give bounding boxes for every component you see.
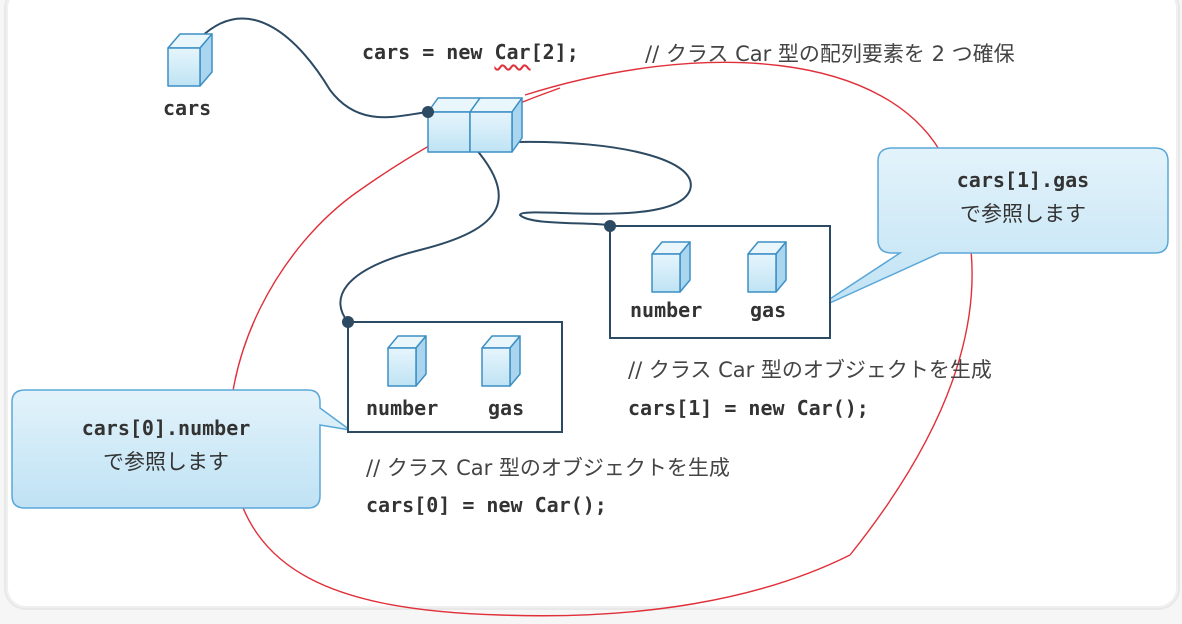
callout-right-text: cars[1].gas で参照します [878, 168, 1168, 228]
cars-variable-cube [167, 33, 213, 87]
callout-right-code: cars[1].gas [956, 168, 1090, 192]
object1-number-cube [651, 241, 691, 293]
object0-creation-code: cars[0] = new Car(); [366, 493, 607, 517]
object1-connection-dot [604, 220, 616, 232]
object0-creation-comment: // クラス Car 型のオブジェクトを生成 [366, 456, 730, 480]
callout-right-bubble [809, 147, 1169, 313]
callout-left-code: cars[0].number [81, 416, 251, 440]
object0-field-number: number [366, 396, 439, 420]
object0-field-gas: gas [488, 396, 525, 420]
reference-line-element0-to-object0 [339, 129, 500, 323]
callout-left-bubble [11, 389, 351, 509]
reference-line-element1-to-object1 [514, 140, 692, 226]
code-class-name: Car [494, 40, 531, 64]
callout-left-caption: で参照します [103, 450, 229, 474]
array-creation-comment: // クラス Car 型の配列要素を 2 つ確保 [645, 42, 1015, 66]
cars-variable-label: cars [163, 96, 212, 120]
object0-connection-dot [342, 316, 354, 328]
object0-box [347, 321, 563, 433]
object1-gas-cube [747, 241, 787, 293]
array-element-0-cube [427, 97, 481, 153]
object1-field-number: number [630, 298, 703, 322]
callout-left-text: cars[0].number で参照します [12, 416, 320, 476]
object1-creation-code: cars[1] = new Car(); [628, 396, 869, 420]
code-suffix: [2]; [530, 40, 579, 64]
code-prefix: cars = new [362, 40, 495, 64]
array-element-1-cube [469, 97, 523, 153]
object1-field-gas: gas [750, 298, 787, 322]
object1-creation-comment: // クラス Car 型のオブジェクトを生成 [628, 358, 992, 382]
array-connection-dot [422, 106, 434, 118]
reference-line-cars-to-array [199, 17, 429, 119]
array-creation-code: cars = new Car[2]; [362, 40, 579, 64]
object0-number-cube [387, 335, 427, 387]
object1-box [609, 225, 831, 339]
callout-right-caption: で参照します [960, 202, 1086, 226]
object0-gas-cube [481, 335, 521, 387]
